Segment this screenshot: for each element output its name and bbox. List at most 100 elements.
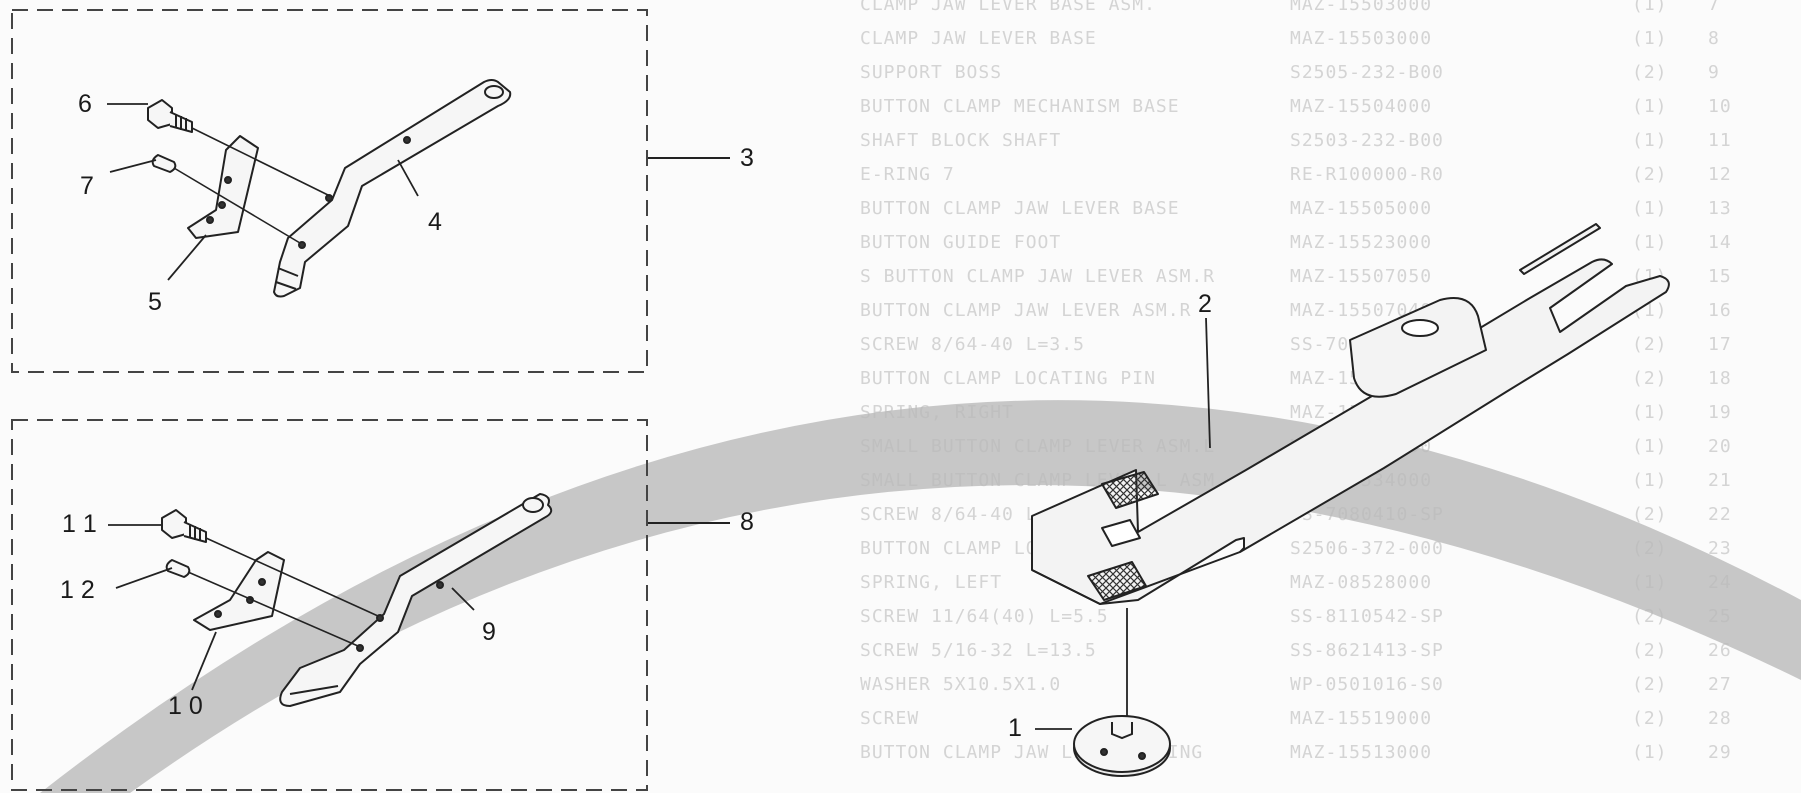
bg-row-number: 21 (1708, 470, 1732, 491)
bg-description: BUTTON CLAMP LOCATING PIN (860, 368, 1156, 389)
bg-row-number: 8 (1708, 28, 1720, 49)
part-2-slot (1401, 319, 1439, 337)
bg-description: BUTTON CLAMP JAW LEVER ASM.R (860, 300, 1192, 321)
bg-qty: (1) (1632, 232, 1668, 253)
bg-description: SCREW 5/16-32 L=13.5 (860, 640, 1097, 661)
callout-2: 2 (1198, 290, 1212, 318)
bg-row-number: 26 (1708, 640, 1732, 661)
bg-row-number: 15 (1708, 266, 1732, 287)
part-9-lever (279, 493, 553, 707)
group-frame-8 (11, 419, 648, 791)
bg-description: SCREW 11/64(40) L=5.5 (860, 606, 1109, 627)
callout-6: 6 (78, 90, 92, 118)
bg-part-number: SS-8110542-SP (1290, 606, 1444, 627)
bg-part-number: SS-8621413-SP (1290, 640, 1444, 661)
bg-qty: (1) (1632, 96, 1668, 117)
callout-7: 7 (80, 172, 94, 200)
bg-description: CLAMP JAW LEVER BASE ASM. (860, 0, 1156, 15)
bg-row-number: 28 (1708, 708, 1732, 729)
bg-qty: (2) (1632, 334, 1668, 355)
bg-description: BUTTON CLAMP MECHANISM BASE (860, 96, 1180, 117)
bg-qty: (1) (1632, 0, 1668, 15)
bg-part-number: MAZ-15523000 (1290, 232, 1433, 253)
bg-row-number: 19 (1708, 402, 1732, 423)
bg-row-number: 17 (1708, 334, 1732, 355)
bg-qty: (1) (1632, 130, 1668, 151)
bg-row-number: 7 (1708, 0, 1720, 15)
part-4-lever (273, 79, 512, 298)
callout-3: 3 (740, 144, 754, 172)
callout-1: 1 (1008, 714, 1022, 742)
part-1-disc (1073, 715, 1171, 777)
bg-row-number: 14 (1708, 232, 1732, 253)
bg-row-number: 9 (1708, 62, 1720, 83)
bg-qty: (2) (1632, 62, 1668, 83)
bg-description: SHAFT BLOCK SHAFT (860, 130, 1062, 151)
bg-qty: (1) (1632, 436, 1668, 457)
bg-part-number: S2506-372-000 (1290, 538, 1444, 559)
bg-qty: (2) (1632, 368, 1668, 389)
bg-part-number: MAZ-15503000 (1290, 28, 1433, 49)
bg-part-number: MAZ-15513000 (1290, 742, 1433, 763)
bg-part-number: S2505-232-B00 (1290, 62, 1444, 83)
bg-part-number: S2503-232-B00 (1290, 130, 1444, 151)
background-arc-band (40, 400, 1801, 793)
bg-row-number: 18 (1708, 368, 1732, 389)
bg-description: WASHER 5X10.5X1.0 (860, 674, 1062, 695)
bg-part-number: MAZ-15507050 (1290, 266, 1433, 287)
bg-qty: (2) (1632, 164, 1668, 185)
callout-8: 8 (740, 508, 754, 536)
bg-qty: (1) (1632, 470, 1668, 491)
part-12-pin (165, 559, 191, 578)
part-7-pin (151, 154, 177, 173)
bg-row-number: 10 (1708, 96, 1732, 117)
callout-4: 4 (428, 208, 442, 236)
callout-12: 1 2 (60, 576, 95, 604)
bg-row-number: 27 (1708, 674, 1732, 695)
bg-row-number: 16 (1708, 300, 1732, 321)
bg-row-number: 13 (1708, 198, 1732, 219)
bg-qty: (1) (1632, 402, 1668, 423)
part-2-hatched-pad-a (1101, 471, 1159, 509)
bg-row-number: 12 (1708, 164, 1732, 185)
bg-part-number: MAZ-15505000 (1290, 198, 1433, 219)
callout-5: 5 (148, 288, 162, 316)
callout-11: 1 1 (62, 510, 97, 538)
bg-description: BUTTON GUIDE FOOT (860, 232, 1062, 253)
part-5-bracket (187, 135, 259, 239)
bg-qty: (1) (1632, 742, 1668, 763)
bg-part-number: MAZ-15504000 (1290, 96, 1433, 117)
bg-qty: (2) (1632, 674, 1668, 695)
bg-description: SPRING, LEFT (860, 572, 1003, 593)
bg-description: SUPPORT BOSS (860, 62, 1003, 83)
bg-qty: (1) (1632, 28, 1668, 49)
callout-9: 9 (482, 618, 496, 646)
bg-description: CLAMP JAW LEVER BASE (860, 28, 1097, 49)
bg-qty: (1) (1632, 198, 1668, 219)
bg-row-number: 23 (1708, 538, 1732, 559)
bg-row-number: 29 (1708, 742, 1732, 763)
bg-part-number: RE-R100000-R0 (1290, 164, 1444, 185)
bg-part-number: MAZ-08528000 (1290, 572, 1433, 593)
part-10-bracket (193, 551, 285, 631)
bg-qty: (2) (1632, 640, 1668, 661)
part-6-screw (147, 99, 193, 133)
bg-part-number: MAZ-15519000 (1290, 708, 1433, 729)
bg-description: S BUTTON CLAMP JAW LEVER ASM.R (860, 266, 1216, 287)
bg-part-number: MAZ-15507040 (1290, 300, 1433, 321)
lever-assembly-lower (161, 493, 553, 707)
bg-part-number: WP-0501016-S0 (1290, 674, 1444, 695)
part-11-screw (161, 509, 207, 543)
bg-description: SCREW (860, 708, 920, 729)
bg-description: E-RING 7 (860, 164, 955, 185)
bg-part-number: MAZ-15503000 (1290, 0, 1433, 15)
bg-qty: (2) (1632, 708, 1668, 729)
callout-10: 1 0 (168, 692, 203, 720)
bg-qty: (2) (1632, 504, 1668, 525)
lever-assembly-upper (147, 79, 512, 298)
group-frame-3 (11, 9, 648, 373)
bg-row-number: 22 (1708, 504, 1732, 525)
bg-description: SCREW 8/64-40 L=3.5 (860, 334, 1085, 355)
